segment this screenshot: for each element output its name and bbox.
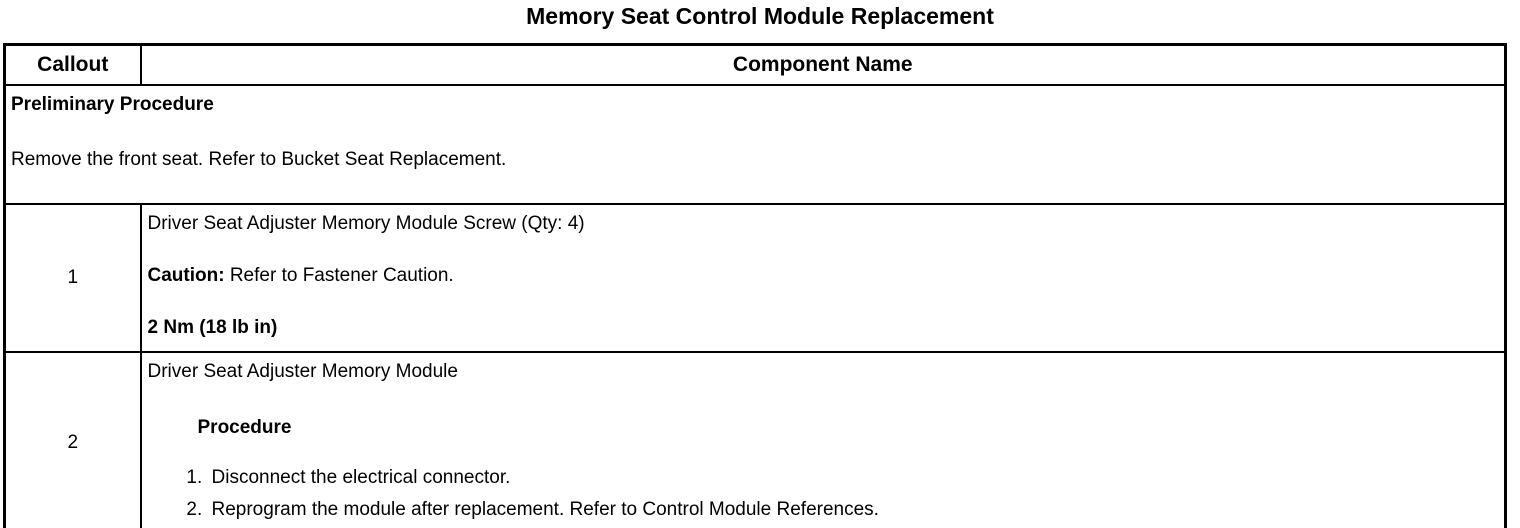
procedure-steps: Disconnect the electrical connector. Rep…: [148, 468, 1497, 520]
torque-spec: 2 Nm (18 lb in): [147, 317, 278, 338]
component-name: Driver Seat Adjuster Memory Module Screw…: [147, 213, 585, 234]
page-title: Memory Seat Control Module Replacement: [526, 3, 994, 29]
preliminary-procedure-text: Remove the front seat. Refer to Bucket S…: [11, 149, 507, 170]
component-cell: Driver Seat Adjuster Memory Module Proce…: [139, 351, 1507, 528]
caution-note: Caution: Refer to Fastener Caution.: [148, 266, 1497, 286]
caution-label: Caution:: [147, 265, 225, 286]
preliminary-procedure-heading: Preliminary Procedure: [11, 94, 214, 115]
procedure-step: Reprogram the module after replacement. …: [208, 500, 1497, 520]
procedure-step: Disconnect the electrical connector.: [208, 468, 1497, 488]
callout-number: 1: [3, 203, 142, 353]
procedure-heading: Procedure: [197, 417, 292, 438]
component-name: Driver Seat Adjuster Memory Module: [147, 361, 458, 382]
table-row: 2 Driver Seat Adjuster Memory Module Pro…: [3, 351, 1507, 528]
component-cell: Driver Seat Adjuster Memory Module Screw…: [139, 203, 1507, 353]
callout-column-header: Callout: [3, 43, 142, 86]
preliminary-procedure-cell: Preliminary Procedure Remove the front s…: [3, 84, 1507, 205]
component-name-column-header: Component Name: [139, 43, 1507, 86]
caution-text: Refer to Fastener Caution.: [224, 265, 454, 286]
callout-component-table: Callout Component Name Preliminary Proce…: [3, 43, 1507, 528]
table-row: 1 Driver Seat Adjuster Memory Module Scr…: [3, 203, 1507, 353]
preliminary-procedure-row: Preliminary Procedure Remove the front s…: [3, 84, 1507, 205]
table-header-row: Callout Component Name: [3, 43, 1507, 86]
callout-number: 2: [3, 351, 142, 528]
